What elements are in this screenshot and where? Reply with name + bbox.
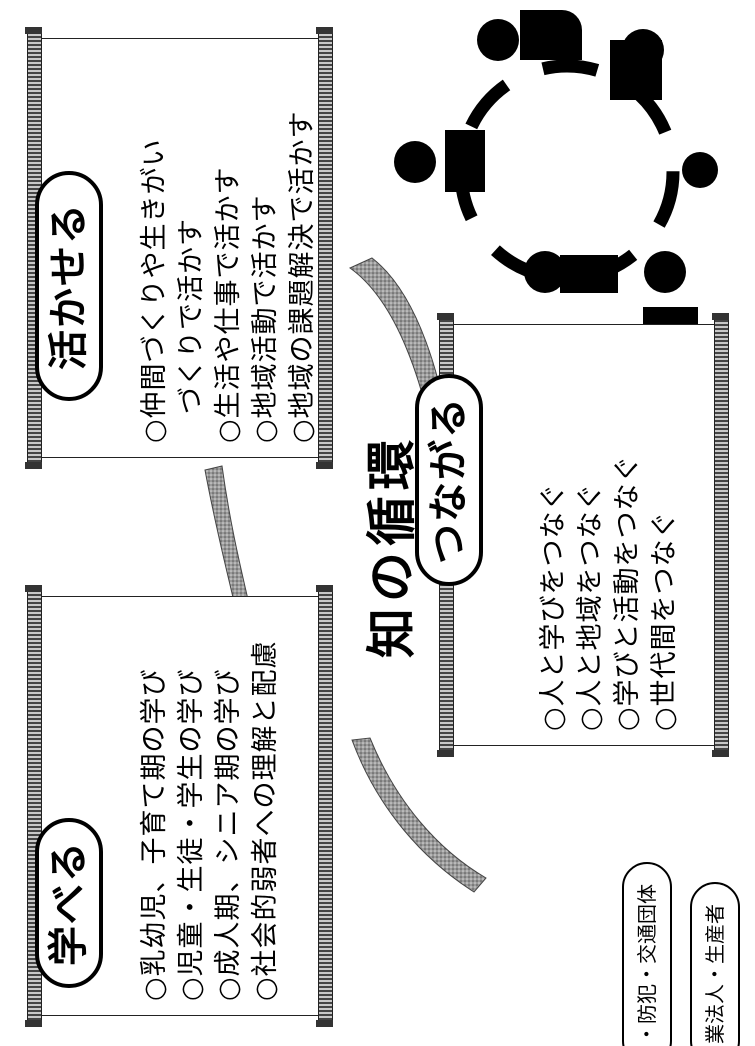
- apply-item: ○生活や仕事で活かす: [213, 166, 244, 443]
- connect-item: ○人と学びをつなぐ: [538, 482, 569, 731]
- learn-item: ○乳幼児、子育て期の学び: [139, 668, 170, 1001]
- apply-item: ○地域活動で活かす: [250, 194, 281, 443]
- connect-items: ○人と学びをつなぐ○人と地域をつなぐ○学びと活動をつなぐ○世代間をつなぐ: [535, 454, 683, 731]
- apply-item-line: づくりで活かす: [176, 218, 207, 414]
- learn-title: 学べる: [35, 818, 103, 988]
- connect-item: ○人と地域をつなぐ: [575, 482, 606, 731]
- connect-item: ○学びと活動をつなぐ: [612, 454, 643, 731]
- connect-title: つながる: [415, 374, 483, 586]
- scroll-rod-bottom: [714, 319, 729, 751]
- connect-item: ○世代間をつなぐ: [649, 510, 680, 731]
- apply-item: ○仲間づくりや生きがいづくりで活かす: [136, 110, 210, 443]
- learn-item: ○社会的弱者への理解と配慮: [250, 640, 281, 1001]
- org-pill-2: 業法人・生産者: [690, 882, 740, 1046]
- apply-items: ○仲間づくりや生きがいづくりで活かす○生活や仕事で活かす○地域活動で活かす○地域…: [136, 110, 321, 443]
- connect-card: ○人と学びをつなぐ○人と地域をつなぐ○学びと活動をつなぐ○世代間をつなぐ: [439, 319, 729, 751]
- learn-item: ○成人期、シニア期の学び: [213, 668, 244, 1001]
- people-circle-icon: [394, 10, 718, 347]
- cycle-arrow-bottom: [351, 737, 487, 893]
- learn-item: ○児童・生徒・学生の学び: [176, 668, 207, 1001]
- apply-title: 活かせる: [35, 171, 103, 401]
- org-pill-1: ・防犯・交通団体: [622, 862, 672, 1046]
- center-title: 知の循環: [363, 434, 421, 658]
- apply-item: ○地域の課題解決で活かす: [287, 110, 318, 443]
- learn-items: ○乳幼児、子育て期の学び○児童・生徒・学生の学び○成人期、シニア期の学び○社会的…: [136, 640, 284, 1001]
- apply-item-line: ○仲間づくりや生きがい: [139, 138, 170, 443]
- scroll-rod-bottom: [318, 591, 333, 1021]
